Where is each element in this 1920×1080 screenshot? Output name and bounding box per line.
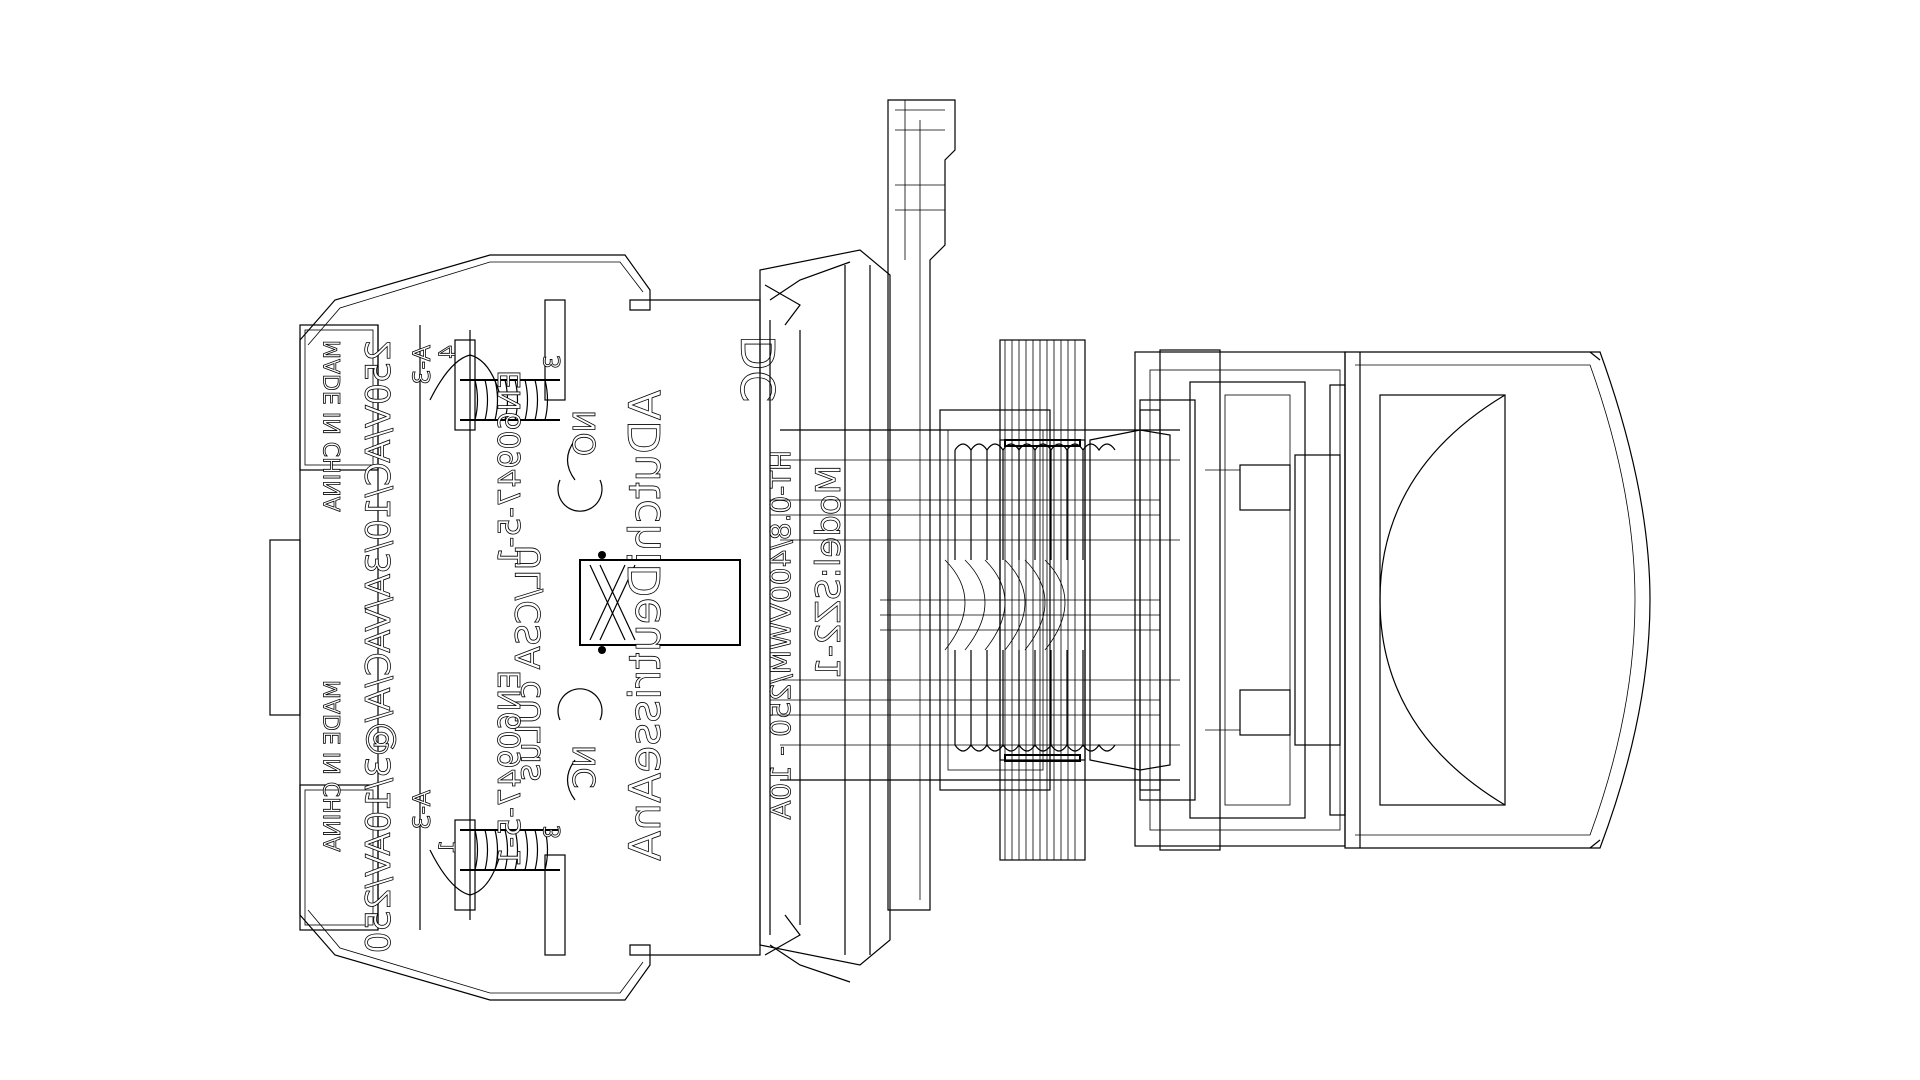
mounting-adapter (759, 249, 891, 983)
screw-top (429, 354, 560, 421)
spring-top (954, 443, 1116, 560)
terminal-3-bottom: 3 (541, 825, 566, 839)
dc-mark: DC (732, 335, 786, 403)
ax-bottom: A-3 (408, 790, 436, 830)
knob-head (1344, 351, 1651, 849)
actuator-body (1134, 351, 1346, 847)
spring-bottom (954, 650, 1116, 752)
en-standard-bottom: EN60947-5-1 (493, 670, 528, 867)
core-lines (770, 499, 1160, 716)
made-in-top: MADE IN CHINA (321, 340, 346, 512)
printed-labels: ADutchiDeutrisseAnA UL/CSA cULus NO NC 3… (321, 335, 850, 954)
made-in-bottom: MADE IN CHINA (321, 680, 346, 852)
ax-top: A-3 (408, 345, 436, 385)
contact-block (269, 254, 761, 1001)
model-subtext: HT-0.8/400VWM/250 - 10A (764, 450, 797, 820)
rating-text: 250V/AC/10/3A/VAC/A/@3/10AV/250 (359, 340, 399, 953)
terminal-4: 4 (436, 345, 461, 359)
en-standard-top: EN60947-5-1 (493, 370, 528, 567)
nc-label: NC (568, 745, 603, 788)
no-label: NO (568, 410, 603, 456)
panel-bracket (887, 99, 956, 911)
brand-text: ADutchiDeutrisseAnA (620, 390, 671, 861)
terminal-3-top: 3 (541, 355, 566, 369)
screw-bottom (429, 829, 560, 896)
approval-text: UL/CSA cULus (509, 545, 549, 782)
terminal-1: 1 (436, 840, 461, 854)
model-text: Model:SZ2-1 (809, 465, 849, 679)
